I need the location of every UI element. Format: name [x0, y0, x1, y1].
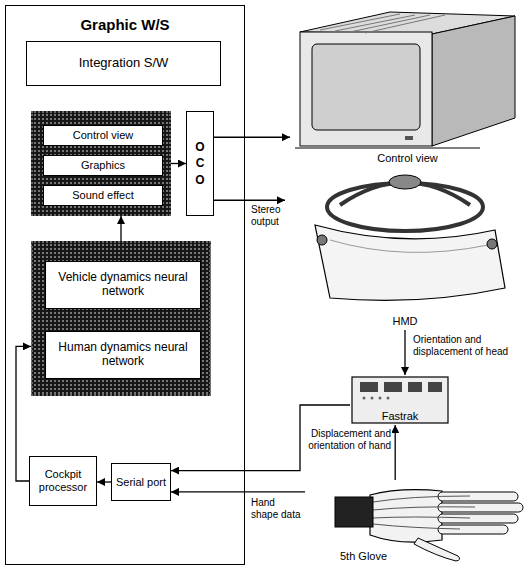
- fastrak-port: [384, 382, 402, 392]
- frame-heading: Graphic W/S: [77, 16, 172, 33]
- glove-finger: [438, 514, 518, 523]
- port-box: Serial port: [111, 463, 171, 501]
- signal-arrow: [171, 163, 186, 164]
- monitor-front: [300, 32, 432, 146]
- box-label: Serial port: [113, 476, 169, 489]
- monitor-button: [405, 136, 413, 140]
- monitor-device: Control view: [290, 5, 525, 167]
- workstation-frame: Integration S/W Control viewGraphicsSound…: [5, 5, 245, 565]
- fastrak-port: [360, 382, 378, 392]
- hmd-visor: [315, 225, 505, 300]
- tracker-device: Fastrak: [350, 375, 450, 425]
- module-box: Graphics: [43, 155, 163, 176]
- box-label: Cockpit processor: [30, 468, 96, 493]
- box-label: Sound effect: [69, 189, 137, 202]
- glove-palm: [370, 490, 442, 542]
- device-label: 5th Glove: [337, 550, 390, 563]
- glove-device: 5th Glove: [305, 480, 525, 565]
- neural-network-box: Human dynamics neural network: [45, 331, 201, 379]
- signal-label: Hand shape data: [250, 497, 304, 520]
- monitor-base-line: [295, 148, 480, 149]
- module-box: Sound effect: [43, 185, 163, 206]
- monitor-vents: [320, 14, 445, 33]
- signal-arrow: [171, 491, 305, 492]
- box-label: Integration S/W: [76, 56, 172, 71]
- signal-arrow: [214, 200, 285, 201]
- hmd-device: HMD: [285, 170, 525, 330]
- glove-sensor-box: [335, 497, 373, 527]
- dynamics-group: Vehicle dynamics neural networkHuman dyn…: [31, 241, 211, 396]
- hmd-hinge: [317, 235, 327, 245]
- signal-label: Displacement and orientation of hand: [306, 428, 392, 451]
- device-label: Fastrak: [379, 410, 422, 423]
- glove-thumb: [414, 538, 460, 561]
- output-group: Control viewGraphicsSound effect: [31, 111, 171, 216]
- output-controller-box: O C O: [186, 111, 214, 216]
- processor-box: Cockpit processor: [29, 456, 97, 506]
- signal-arrow: [395, 425, 396, 480]
- module-box: Control view: [43, 125, 163, 146]
- signal-arrow: [97, 481, 111, 482]
- software-box: Integration S/W: [26, 41, 221, 86]
- signal-label: Stereo output: [250, 204, 288, 227]
- monitor-illustration: [295, 12, 515, 148]
- fastrak-leds: [363, 397, 390, 400]
- device-label: HMD: [389, 315, 420, 328]
- box-label: Vehicle dynamics neural network: [46, 271, 200, 299]
- hmd-knob: [389, 175, 421, 189]
- monitor-side: [432, 16, 515, 146]
- device-label: Control view: [374, 152, 441, 165]
- hmd-headband: [327, 183, 483, 231]
- glove-illustration: [335, 490, 523, 561]
- box-label: Control view: [70, 129, 137, 142]
- hmd-illustration: [315, 175, 505, 300]
- neural-network-box: Vehicle dynamics neural network: [45, 261, 201, 309]
- signal-arrow: [404, 330, 405, 375]
- fastrak-port: [428, 382, 442, 392]
- fastrak-case: [352, 377, 448, 423]
- signal-label: Orientation and displacement of head: [412, 334, 522, 357]
- fastrak-illustration: [352, 377, 448, 423]
- box-label: Human dynamics neural network: [46, 341, 200, 369]
- fastrak-port: [408, 382, 422, 392]
- signal-arrow: [214, 137, 290, 138]
- hmd-visor-edge: [330, 240, 488, 252]
- box-label: O C O: [194, 139, 206, 188]
- box-label: Graphics: [78, 159, 128, 172]
- glove-finger: [438, 503, 523, 512]
- glove-finger: [438, 525, 508, 534]
- glove-wires: [373, 496, 475, 529]
- hmd-hinge: [487, 239, 497, 249]
- monitor-screen: [312, 44, 420, 130]
- signal-arrow: [120, 216, 121, 241]
